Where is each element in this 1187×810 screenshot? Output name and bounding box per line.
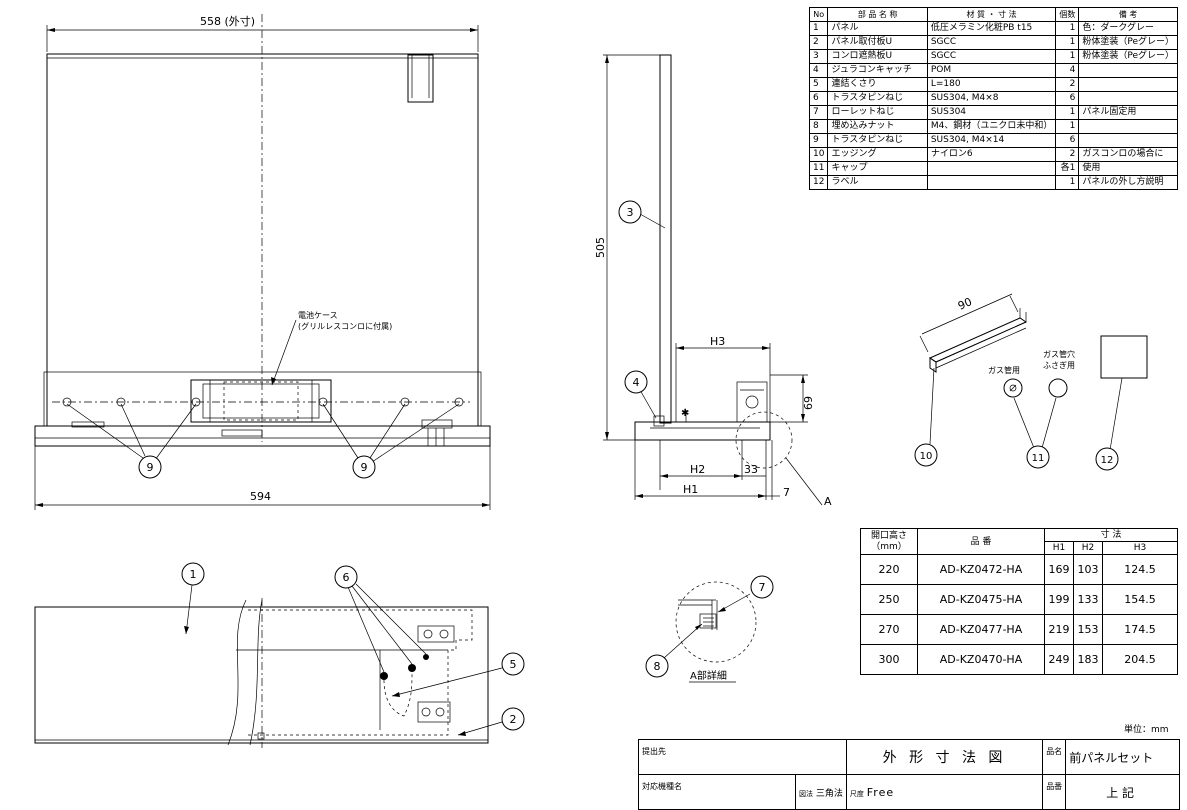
size-table-header: 開口高さ （mm） 品 番 寸 法: [860, 528, 1178, 555]
balloon-2: 2: [510, 713, 517, 726]
balloon-7: 7: [759, 581, 766, 594]
detail-a-caption: A部詳細: [690, 669, 727, 682]
opening-height-header: 開口高さ: [870, 530, 907, 541]
balloon-1: 1: [190, 568, 197, 581]
title-row-2: 対応機種名 図法 三角法 尺度 Free 品番 上 記: [638, 774, 1180, 810]
parts-table-header: No 部 品 名 称 材 質 ・ 寸 法 個数 備 考: [808, 7, 1178, 22]
battery-case-label: 電池ケース: [298, 310, 338, 320]
balloon-5: 5: [510, 658, 517, 671]
balloon-4: 4: [633, 376, 640, 389]
balloon-8: 8: [654, 660, 661, 673]
dim-594: 594: [250, 490, 271, 503]
section-marker-a: A: [824, 495, 832, 508]
balloon-6: 6: [343, 571, 350, 584]
model-label: 対応機種名: [638, 774, 796, 810]
dim-69: 69: [802, 396, 815, 410]
title-block: 提出先 外 形 寸 法 図 品名 前パネルセット 対応機種名 図法 三角法 尺度…: [638, 739, 1180, 810]
product-name-value: 前パネルセット: [1065, 739, 1180, 775]
dim-h2: H2: [690, 463, 705, 476]
balloon-9-left: 9: [147, 461, 154, 474]
dim-7: 7: [783, 486, 790, 499]
detail-a: 7 8 A部詳細: [645, 575, 774, 683]
projection-value: 三角法: [815, 788, 843, 799]
balloon-12: 12: [1101, 455, 1114, 466]
battery-case-sublabel: (グリルレスコンロに付属): [298, 321, 392, 331]
front-view: 558 (外寸): [34, 14, 491, 510]
title-row-1: 提出先 外 形 寸 法 図 品名 前パネルセット: [638, 739, 1180, 775]
opening-height-unit: （mm）: [871, 541, 907, 552]
dim-90: 90: [956, 295, 974, 313]
product-code-header: 品 番: [917, 528, 1045, 555]
gas-hole-sublabel: ふさぎ用: [1043, 360, 1075, 370]
gas-pipe-label: ガス管用: [988, 365, 1020, 375]
product-name-label: 品名: [1042, 739, 1067, 775]
svg-text:✱: ✱: [681, 408, 689, 419]
drawing-title: 外 形 寸 法 図: [845, 739, 1044, 775]
product-code-label: 品番: [1042, 774, 1067, 810]
dimension-header: 寸 法: [1044, 528, 1178, 542]
dim-505: 505: [594, 237, 607, 258]
size-table-subheader: H1 H2 H3: [861, 541, 1178, 555]
balloon-3: 3: [627, 206, 634, 219]
dim-33: 33: [744, 463, 758, 476]
dim-h3: H3: [710, 335, 725, 348]
scale-label: 尺度: [849, 789, 864, 798]
balloon-10: 10: [920, 451, 933, 462]
dim-558: 558 (外寸): [200, 14, 255, 28]
balloon-9-right: 9: [361, 461, 368, 474]
unit-label: 単位：mm: [1124, 725, 1169, 735]
product-code-value: 上 記: [1065, 774, 1180, 810]
dim-h1: H1: [683, 483, 698, 496]
side-view: 505 H3 ✱ 69 H2 33: [594, 54, 832, 508]
submit-to-label: 提出先: [638, 739, 847, 775]
scale-value: Free: [866, 785, 895, 799]
projection-label: 図法: [799, 789, 813, 798]
gas-hole-label: ガス管穴: [1043, 349, 1075, 359]
plan-view: 1 6 5 2: [34, 562, 525, 748]
edging-view: 90 10 ガス管用 ガス管穴 ふさぎ用 11 12: [914, 293, 1148, 471]
balloon-11: 11: [1032, 453, 1045, 464]
